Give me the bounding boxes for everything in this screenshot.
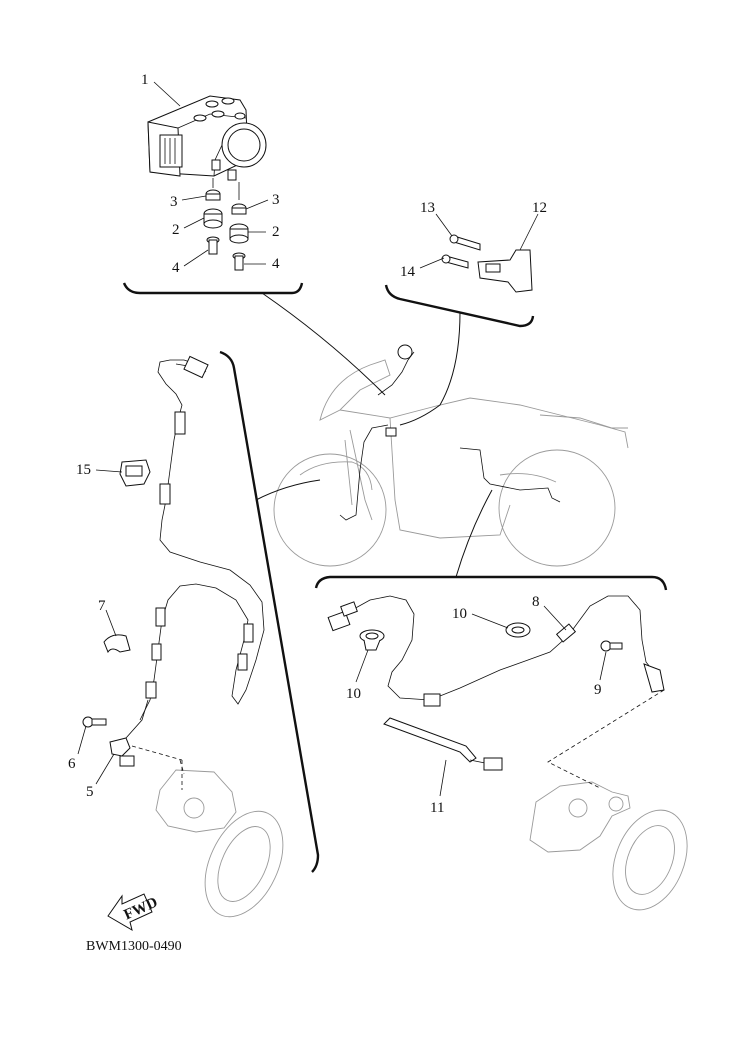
callout-10-left: 10 xyxy=(346,686,361,702)
cable-tie-11 xyxy=(383,717,503,771)
callout-3-left: 3 xyxy=(170,194,178,210)
callout-4-right: 4 xyxy=(272,256,280,272)
diagram-code: BWM1300-0490 xyxy=(86,939,182,954)
leader-bracket-to-bike xyxy=(399,311,461,426)
bike-wiring-front xyxy=(339,424,389,521)
callout-12: 12 xyxy=(532,200,547,216)
callout-leaders xyxy=(77,81,607,797)
callout-9: 9 xyxy=(594,682,602,698)
leader-abs-to-bike xyxy=(261,292,386,396)
wire-clip-7 xyxy=(103,634,131,654)
front-wheel-sensor xyxy=(109,699,149,767)
front-sensor-lead xyxy=(139,355,265,721)
group-bracket-abs xyxy=(122,282,304,295)
leader-front-to-bike xyxy=(255,479,321,501)
mount-stack-left xyxy=(203,178,223,255)
abs-hydraulic-unit xyxy=(147,95,267,181)
callout-13: 13 xyxy=(420,200,435,216)
callout-10-right: 10 xyxy=(452,606,467,622)
wire-clip-10-right xyxy=(505,622,531,638)
callout-7: 7 xyxy=(98,598,106,614)
rear-sensor-bolt xyxy=(600,640,623,652)
callout-3-right: 3 xyxy=(272,192,280,208)
callout-labels: 1 3 3 2 2 4 4 13 12 14 15 7 6 5 8 10 10 … xyxy=(68,72,602,816)
wire-clip-10-left xyxy=(359,629,385,651)
callout-15: 15 xyxy=(76,462,91,478)
callout-2-right: 2 xyxy=(272,224,280,240)
motorcycle-outline xyxy=(273,359,629,567)
mount-stack-right xyxy=(229,182,249,271)
callout-11: 11 xyxy=(430,800,444,816)
callout-8: 8 xyxy=(532,594,540,610)
group-bracket-rear xyxy=(314,575,668,591)
leader-rear-to-bike xyxy=(455,489,493,578)
forward-direction-arrow: FWD xyxy=(107,893,160,932)
callout-2-left: 2 xyxy=(172,222,180,238)
rear-hub-outline xyxy=(529,689,688,911)
callout-1: 1 xyxy=(141,72,149,88)
bike-wiring-rear xyxy=(459,447,561,503)
rear-sensor-lead xyxy=(327,595,665,707)
callout-6: 6 xyxy=(68,756,76,772)
wire-clip-15 xyxy=(119,459,151,487)
front-sensor-bolt xyxy=(82,716,107,728)
callout-5: 5 xyxy=(86,784,94,800)
callout-4-left: 4 xyxy=(172,260,180,276)
callout-14: 14 xyxy=(400,264,416,280)
abs-bracket-assembly xyxy=(441,234,533,293)
group-bracket-front xyxy=(219,350,320,873)
front-hub-outline xyxy=(131,745,284,918)
